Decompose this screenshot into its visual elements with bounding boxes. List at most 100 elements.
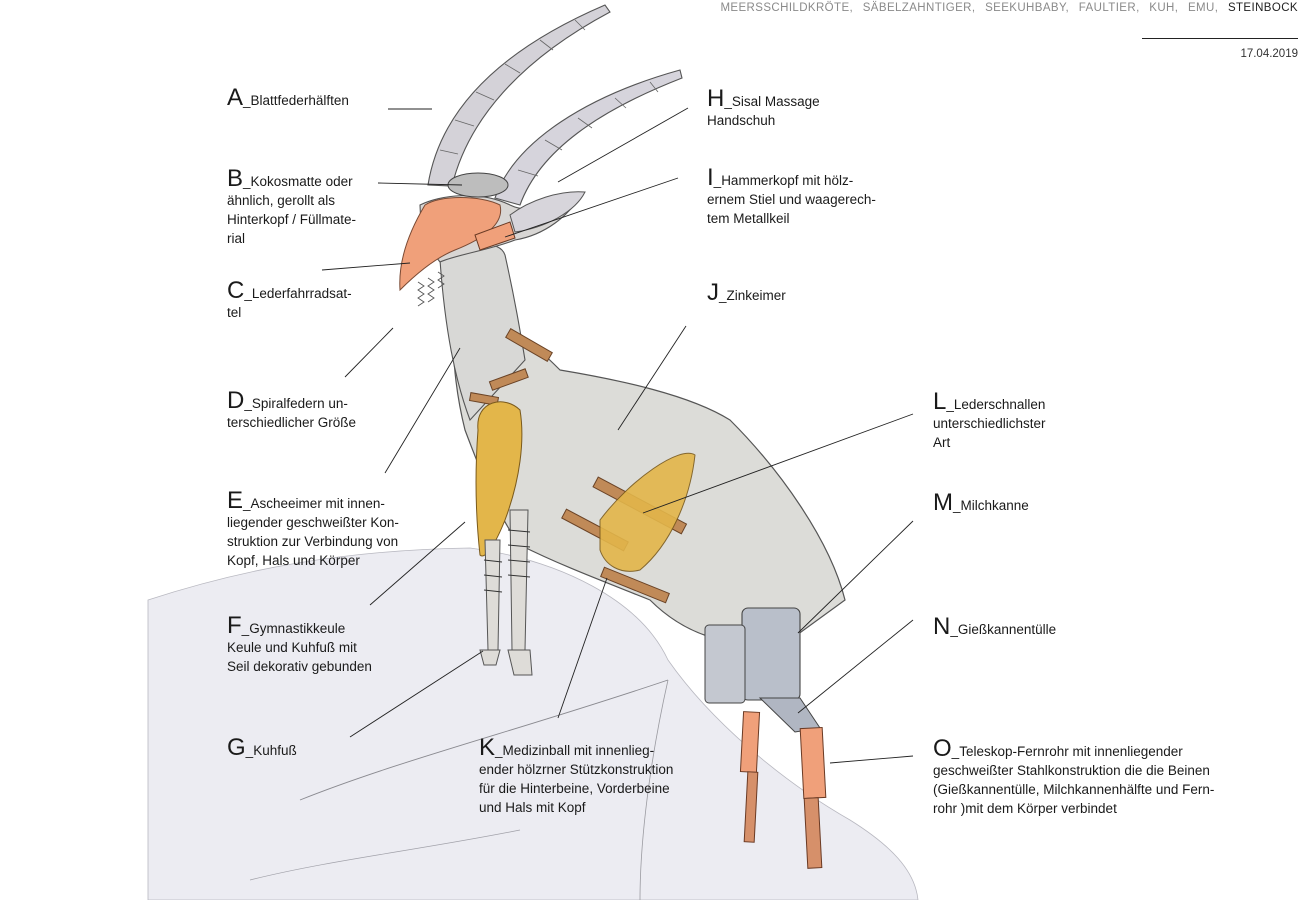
nav-item-seekuhbaby[interactable]: SEEKUHBABY, bbox=[985, 2, 1070, 14]
leader-L bbox=[642, 413, 914, 514]
label-letter: F bbox=[227, 612, 242, 639]
date: 17.04.2019 bbox=[1240, 48, 1298, 60]
gymnastic-club bbox=[475, 401, 523, 557]
leader-H bbox=[557, 107, 689, 183]
label-text: Zinkeimer bbox=[726, 288, 786, 303]
medicine-ball bbox=[599, 452, 696, 572]
label-D: D_Spiralfedern un- terschiedlicher Größe bbox=[227, 387, 357, 431]
label-text: Keule und Kuhfuß mit bbox=[227, 640, 357, 655]
nav-item-steinbock[interactable]: STEINBOCK bbox=[1227, 2, 1298, 14]
label-G: G_Kuhfuß bbox=[227, 734, 297, 761]
rock-surface bbox=[147, 547, 919, 900]
rope-wraps bbox=[483, 529, 531, 593]
label-text: (Gießkannentülle, Milchkannenhälfte und … bbox=[933, 782, 1215, 797]
header-rule bbox=[1142, 38, 1298, 39]
leader-N bbox=[797, 619, 914, 714]
label-F: F_Gymnastikkeule Keule und Kuhfuß mit Se… bbox=[227, 612, 372, 675]
leader-J bbox=[617, 325, 687, 431]
rock-crack-1 bbox=[299, 679, 669, 801]
label-M: M_Milchkanne bbox=[933, 489, 1029, 516]
beard-springs bbox=[417, 271, 445, 307]
label-text: rohr )mit dem Körper verbindet bbox=[933, 801, 1117, 816]
label-letter: L bbox=[933, 388, 947, 415]
label-text: ähnlich, gerollt als bbox=[227, 193, 336, 208]
label-text: Hammerkopf mit hölz- bbox=[721, 173, 854, 188]
label-letter: M bbox=[933, 489, 953, 516]
animal-nav: MEERSSCHILDKRÖTE, SÄBELZAHNTIGER, SEEKUH… bbox=[720, 2, 1298, 14]
left-horn bbox=[427, 4, 611, 187]
leader-I bbox=[504, 177, 679, 238]
label-text: Sisal Massage bbox=[731, 94, 820, 109]
label-J: J_Zinkeimer bbox=[707, 279, 786, 306]
zinc-bucket-leg bbox=[704, 624, 746, 704]
label-text: Kokosmatte oder bbox=[250, 174, 353, 189]
leader-B bbox=[377, 182, 463, 186]
label-text: ender hölzrner Stützkonstruktion bbox=[479, 762, 674, 777]
label-text: geschweißter Stahlkonstruktion die die B… bbox=[933, 763, 1210, 778]
sisal-ear bbox=[509, 191, 586, 233]
leather-saddle-snout bbox=[399, 197, 502, 292]
label-text: struktion zur Verbindung von bbox=[227, 534, 399, 549]
label-text: Art bbox=[933, 435, 951, 450]
label-E: E_Ascheeimer mit innen- liegender geschw… bbox=[227, 487, 399, 569]
label-text: tem Metallkeil bbox=[707, 211, 790, 226]
leader-C bbox=[321, 262, 411, 271]
label-C: C_Lederfahrradsat- tel bbox=[227, 277, 352, 321]
label-B: B_Kokosmatte oder ähnlich, gerollt als H… bbox=[227, 165, 357, 247]
watering-spout bbox=[758, 697, 821, 733]
label-text: Hinterkopf / Füllmate- bbox=[227, 212, 357, 227]
label-text: Gießkannentülle bbox=[957, 622, 1057, 637]
nav-item-saebelzahntiger[interactable]: SÄBELZAHNTIGER, bbox=[862, 2, 976, 14]
hammer-head bbox=[474, 221, 516, 251]
rock-crack-3 bbox=[249, 829, 521, 881]
telescope-legs bbox=[739, 711, 827, 869]
leader-K bbox=[557, 577, 608, 719]
label-text: rial bbox=[227, 231, 246, 246]
label-text: ernem Stiel und waagerech- bbox=[707, 192, 876, 207]
label-I: I_Hammerkopf mit hölz- ernem Stiel und w… bbox=[707, 164, 876, 227]
label-H: H_Sisal Massage Handschuh bbox=[707, 85, 820, 129]
label-text: Ascheeimer mit innen- bbox=[250, 496, 385, 511]
front-leg-right bbox=[507, 509, 533, 676]
label-text: liegender geschweißter Kon- bbox=[227, 515, 399, 530]
label-text: Milchkanne bbox=[960, 498, 1029, 513]
label-letter: N bbox=[933, 613, 951, 640]
rock-crack-2 bbox=[639, 679, 669, 900]
label-letter: J bbox=[707, 279, 719, 306]
label-letter: D bbox=[227, 387, 245, 414]
label-text: Blattfederhälften bbox=[250, 93, 349, 108]
milk-can bbox=[741, 607, 801, 701]
horn-segments bbox=[439, 19, 659, 177]
label-text: Lederfahrradsat- bbox=[251, 286, 352, 301]
label-text: Kopf, Hals und Körper bbox=[227, 553, 360, 568]
label-text: Seil dekorativ gebunden bbox=[227, 659, 372, 674]
label-text: terschiedlicher Größe bbox=[227, 415, 357, 430]
label-letter: O bbox=[933, 735, 952, 762]
nav-item-meersschildkroete[interactable]: MEERSSCHILDKRÖTE, bbox=[720, 2, 854, 14]
leader-G bbox=[349, 650, 484, 738]
label-text: für die Hinterbeine, Vorderbeine bbox=[479, 781, 670, 796]
label-letter: G bbox=[227, 734, 246, 761]
label-letter: K bbox=[479, 734, 496, 761]
nav-item-faultier[interactable]: FAULTIER, bbox=[1078, 2, 1140, 14]
label-text: Handschuh bbox=[707, 113, 776, 128]
label-text: unterschiedlichster bbox=[933, 416, 1046, 431]
label-text: Gymnastikkeule bbox=[249, 621, 346, 636]
leader-lines bbox=[321, 107, 914, 764]
right-horn bbox=[494, 69, 683, 206]
leader-M bbox=[797, 520, 914, 634]
nav-item-emu[interactable]: EMU, bbox=[1187, 2, 1219, 14]
nav-item-kuh[interactable]: KUH, bbox=[1149, 2, 1179, 14]
label-text: tel bbox=[227, 305, 242, 320]
leader-E bbox=[384, 347, 461, 474]
label-N: N_Gießkannentülle bbox=[933, 613, 1057, 640]
label-letter: A bbox=[227, 84, 244, 111]
leader-O bbox=[829, 755, 914, 764]
leader-D bbox=[344, 327, 394, 378]
front-leg-left bbox=[479, 539, 501, 666]
label-text: und Hals mit Kopf bbox=[479, 800, 586, 815]
label-letter: H bbox=[707, 85, 725, 112]
label-letter: C bbox=[227, 277, 245, 304]
label-K: K_Medizinball mit innenlieg- ender hölzr… bbox=[479, 734, 674, 816]
